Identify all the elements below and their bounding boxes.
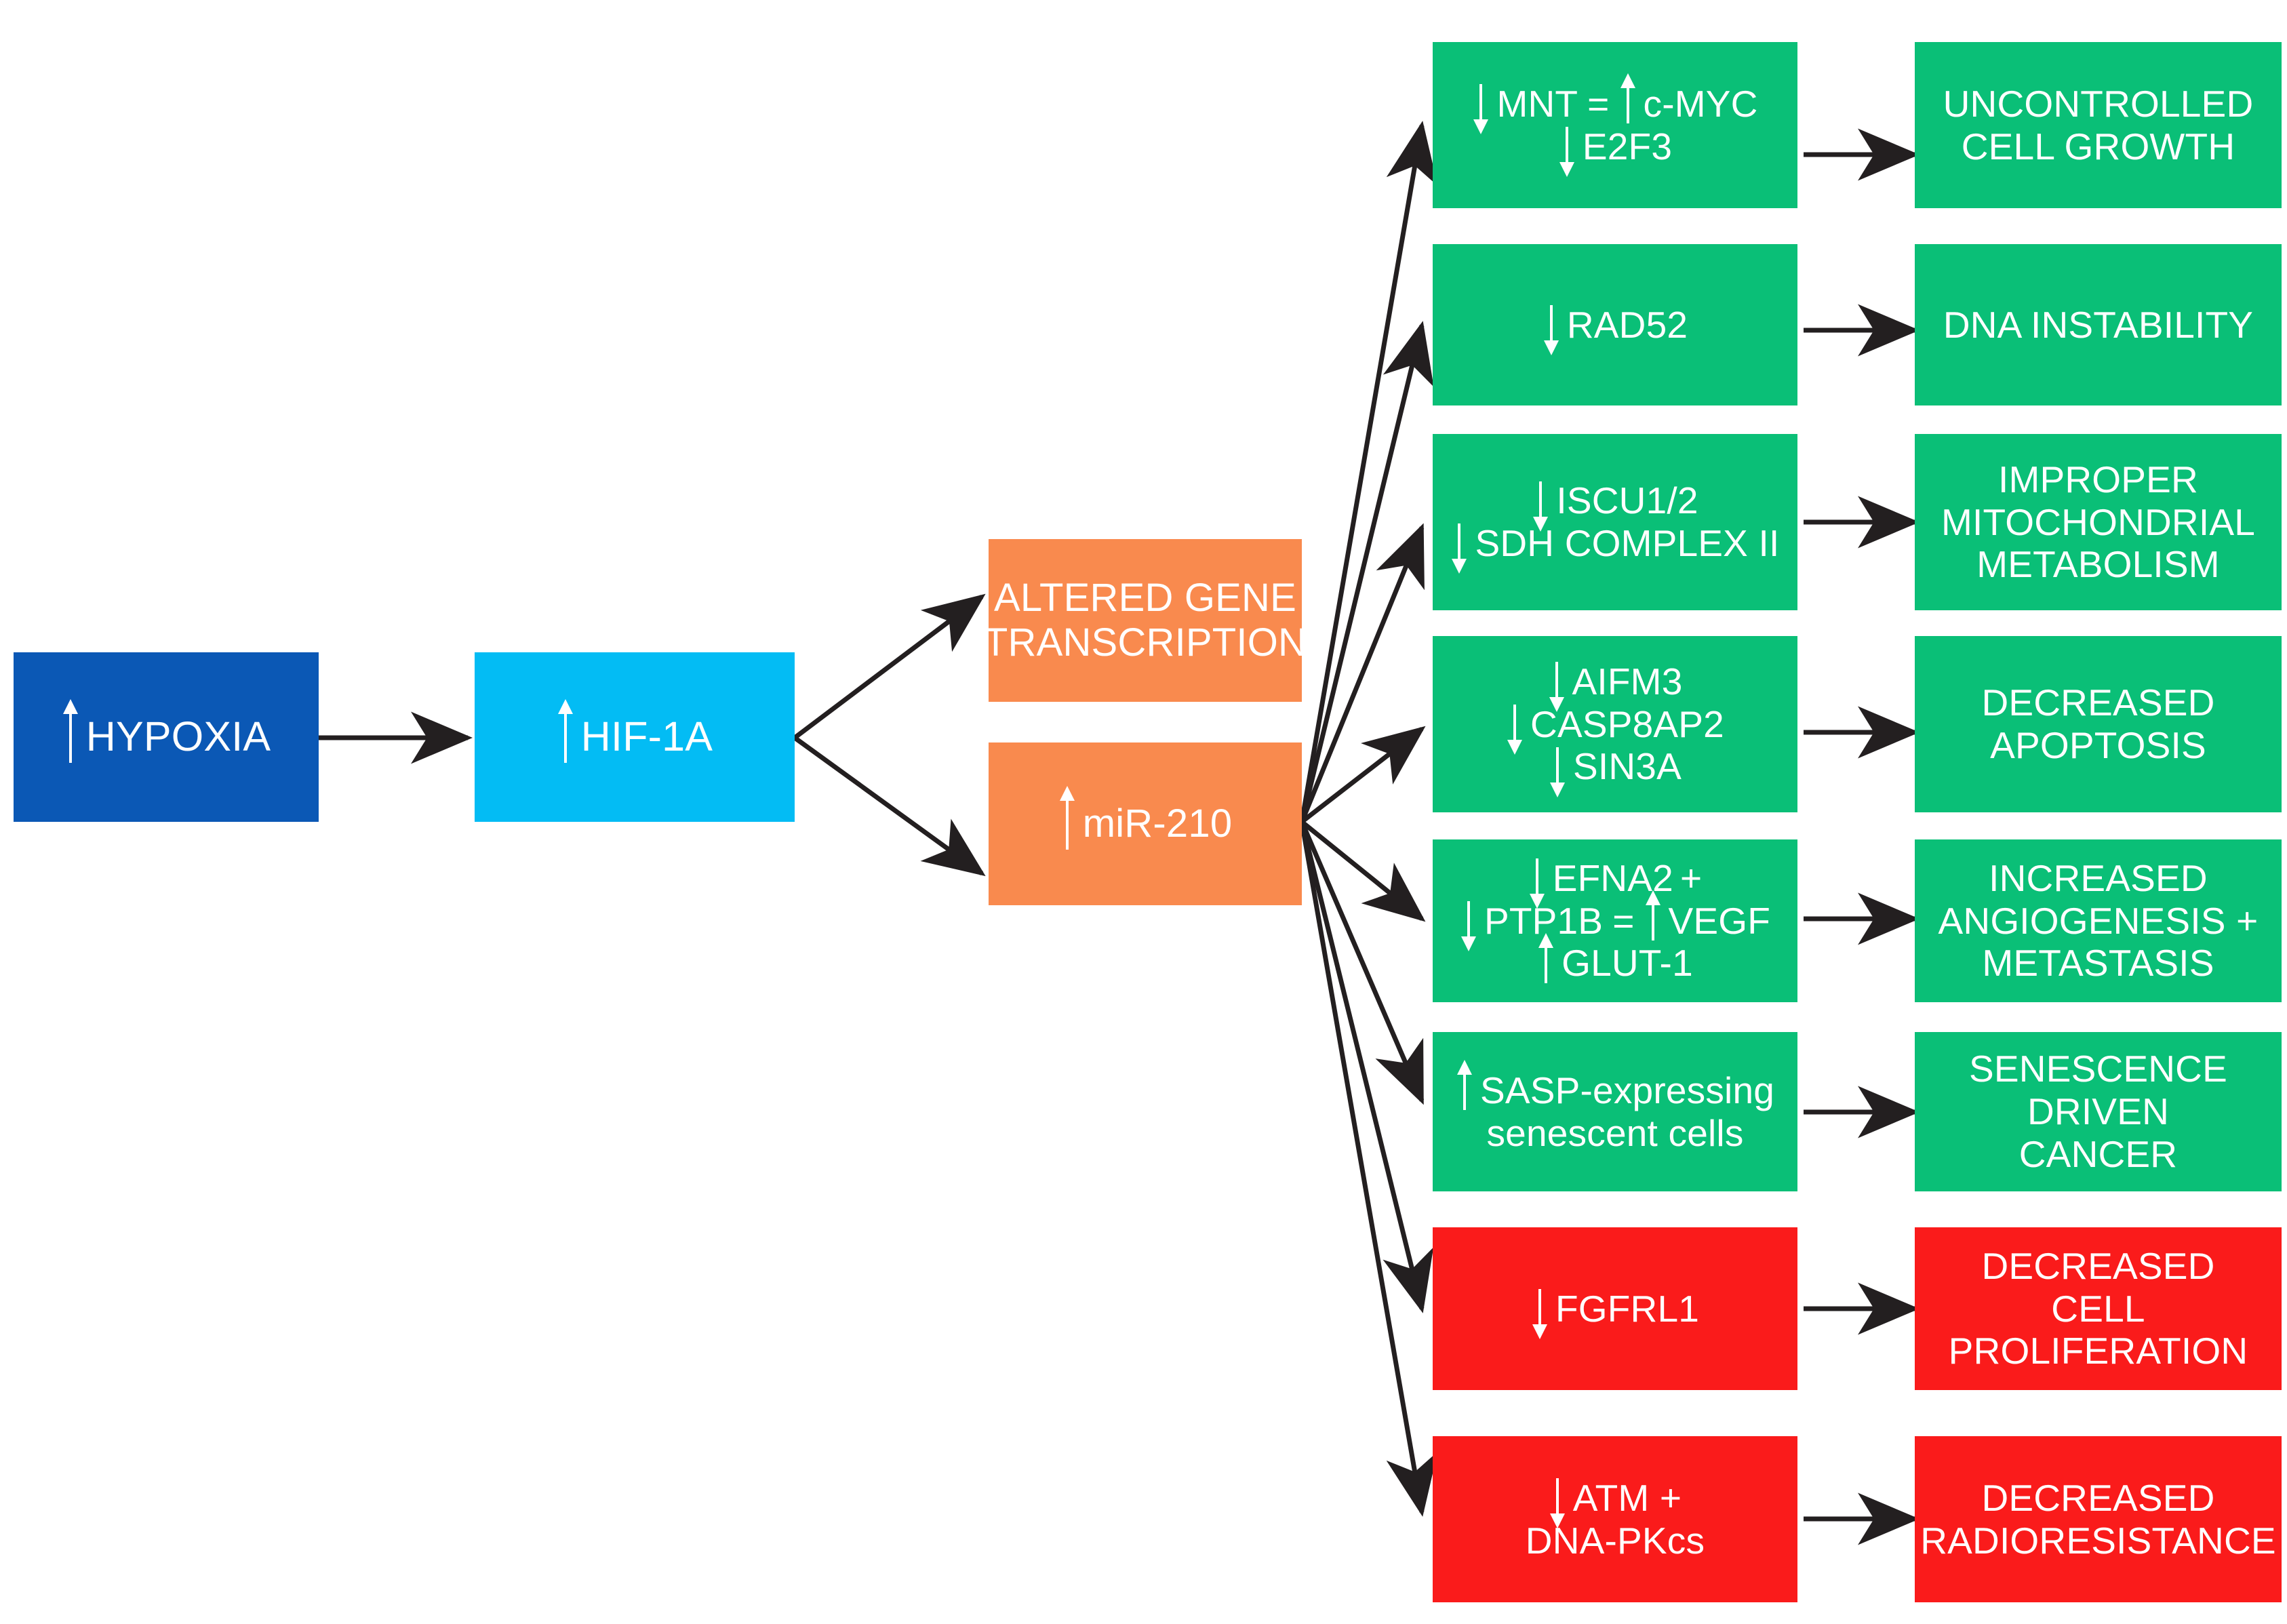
target-line: RAD52 xyxy=(1433,303,1797,355)
target-gene-label: FGFRL1 xyxy=(1555,1287,1700,1330)
target-gene-label: AIFM3 xyxy=(1572,660,1683,702)
target-line: E2F3 xyxy=(1433,125,1797,177)
outcome-line: IMPROPER xyxy=(1998,458,2198,500)
outcome-line: CELL GROWTH xyxy=(1961,125,2235,167)
outcome-line: DRIVEN xyxy=(2027,1090,2169,1133)
outcome-line: DNA INSTABILITY xyxy=(1943,303,2254,346)
edge-mir210-to-rad52 xyxy=(1299,321,1434,823)
target-line: PTP1B=VEGF xyxy=(1433,890,1797,951)
altered-gene-line-2: TRANSCRIPTION xyxy=(983,620,1307,665)
target-line: senescent cells xyxy=(1433,1112,1797,1155)
target-gene-label: senescent cells xyxy=(1486,1111,1744,1154)
target-line: AIFM3 xyxy=(1433,660,1797,713)
equals-sign: = xyxy=(1612,899,1635,942)
node-hif1a[interactable]: HIF-1A xyxy=(475,652,795,822)
edge-mir210-to-mnt-cmyc xyxy=(1299,121,1438,823)
outcome-line: UNCONTROLLED xyxy=(1943,82,2254,125)
node-outcome-rad52[interactable]: DNA INSTABILITY xyxy=(1915,244,2282,405)
target-line: SASP-expressing xyxy=(1433,1060,1797,1112)
target-gene-label: ATM + xyxy=(1572,1476,1682,1519)
node-mir210-label: miR-210 xyxy=(1082,801,1233,846)
outcome-line: RADIORESISTANCE xyxy=(1920,1519,2276,1562)
target-gene-label: VEGF xyxy=(1668,899,1771,942)
target-line: GLUT-1 xyxy=(1433,932,1797,985)
outcome-line: SENESCENCE xyxy=(1969,1048,2227,1090)
target-line: CASP8AP2 xyxy=(1433,703,1797,755)
node-mir210[interactable]: miR-210 xyxy=(989,742,1302,905)
edge-mir210-to-iscu-sdh xyxy=(1299,523,1425,823)
target-gene-label: E2F3 xyxy=(1582,125,1673,167)
outcome-line: MITOCHONDRIAL xyxy=(1941,500,2255,543)
target-line: FGFRL1 xyxy=(1433,1287,1797,1339)
target-gene-label: MNT xyxy=(1496,82,1578,125)
target-line: EFNA2+ xyxy=(1433,856,1797,909)
target-gene-label: c-MYC xyxy=(1643,82,1758,125)
equals-sign: = xyxy=(1587,82,1610,125)
node-target-fgfrl1[interactable]: FGFRL1 xyxy=(1433,1227,1797,1390)
altered-gene-line-1: ALTERED GENE xyxy=(993,575,1297,620)
outcome-line: CELL xyxy=(2051,1287,2145,1330)
edge-mir210-to-fgfrl1 xyxy=(1299,821,1434,1313)
outcome-line: CANCER xyxy=(2018,1132,2178,1175)
target-gene-label: ISCU1/2 xyxy=(1556,479,1698,522)
plus-sign: + xyxy=(1679,856,1703,899)
outcome-line: DECREASED xyxy=(1981,681,2215,724)
node-hypoxia[interactable]: HYPOXIA xyxy=(14,652,319,822)
target-line: ISCU1/2 xyxy=(1433,479,1797,532)
target-gene-label: SDH COMPLEX II xyxy=(1475,522,1780,564)
node-target-rad52[interactable]: RAD52 xyxy=(1433,244,1797,405)
target-gene-label: RAD52 xyxy=(1566,303,1688,346)
target-gene-label: SASP-expressing xyxy=(1479,1069,1775,1111)
edge-hif1a-to-altered-gene xyxy=(793,593,986,740)
outcome-line: APOPTOSIS xyxy=(1990,724,2206,766)
target-line: SDH COMPLEX II xyxy=(1433,522,1797,574)
outcome-line: DECREASED xyxy=(1981,1244,2215,1287)
outcome-line: DECREASED xyxy=(1981,1476,2215,1519)
edge-mir210-to-atm-dnapk xyxy=(1299,821,1438,1517)
node-altered-gene-transcription[interactable]: ALTERED GENE TRANSCRIPTION xyxy=(984,539,1307,702)
outcome-line: ANGIOGENESIS + xyxy=(1938,899,2259,942)
outcome-line: METASTASIS xyxy=(1982,942,2214,985)
outcome-line: METABOLISM xyxy=(1976,543,2220,586)
edge-mir210-to-apoptosis xyxy=(1300,726,1426,824)
target-gene-label: GLUT-1 xyxy=(1562,942,1693,985)
outcome-line: INCREASED xyxy=(1989,856,2208,899)
outcome-line: PROLIFERATION xyxy=(1948,1330,2248,1372)
target-gene-label: SIN3A xyxy=(1573,745,1682,788)
node-target-atm-dnapk[interactable]: ATM +DNA-PKcs xyxy=(1433,1436,1797,1602)
edge-mir210-to-efna2-ptp1b xyxy=(1300,820,1426,922)
edge-hif1a-to-mir210 xyxy=(793,736,986,877)
target-line: MNT= c-MYC xyxy=(1433,73,1797,135)
node-hypoxia-label: HYPOXIA xyxy=(85,713,271,760)
node-hif1a-label: HIF-1A xyxy=(580,713,713,760)
target-line: DNA-PKcs xyxy=(1433,1520,1797,1562)
target-line: SIN3A xyxy=(1433,745,1797,797)
edge-mir210-to-sasp xyxy=(1299,820,1425,1105)
target-line: ATM + xyxy=(1433,1476,1797,1529)
